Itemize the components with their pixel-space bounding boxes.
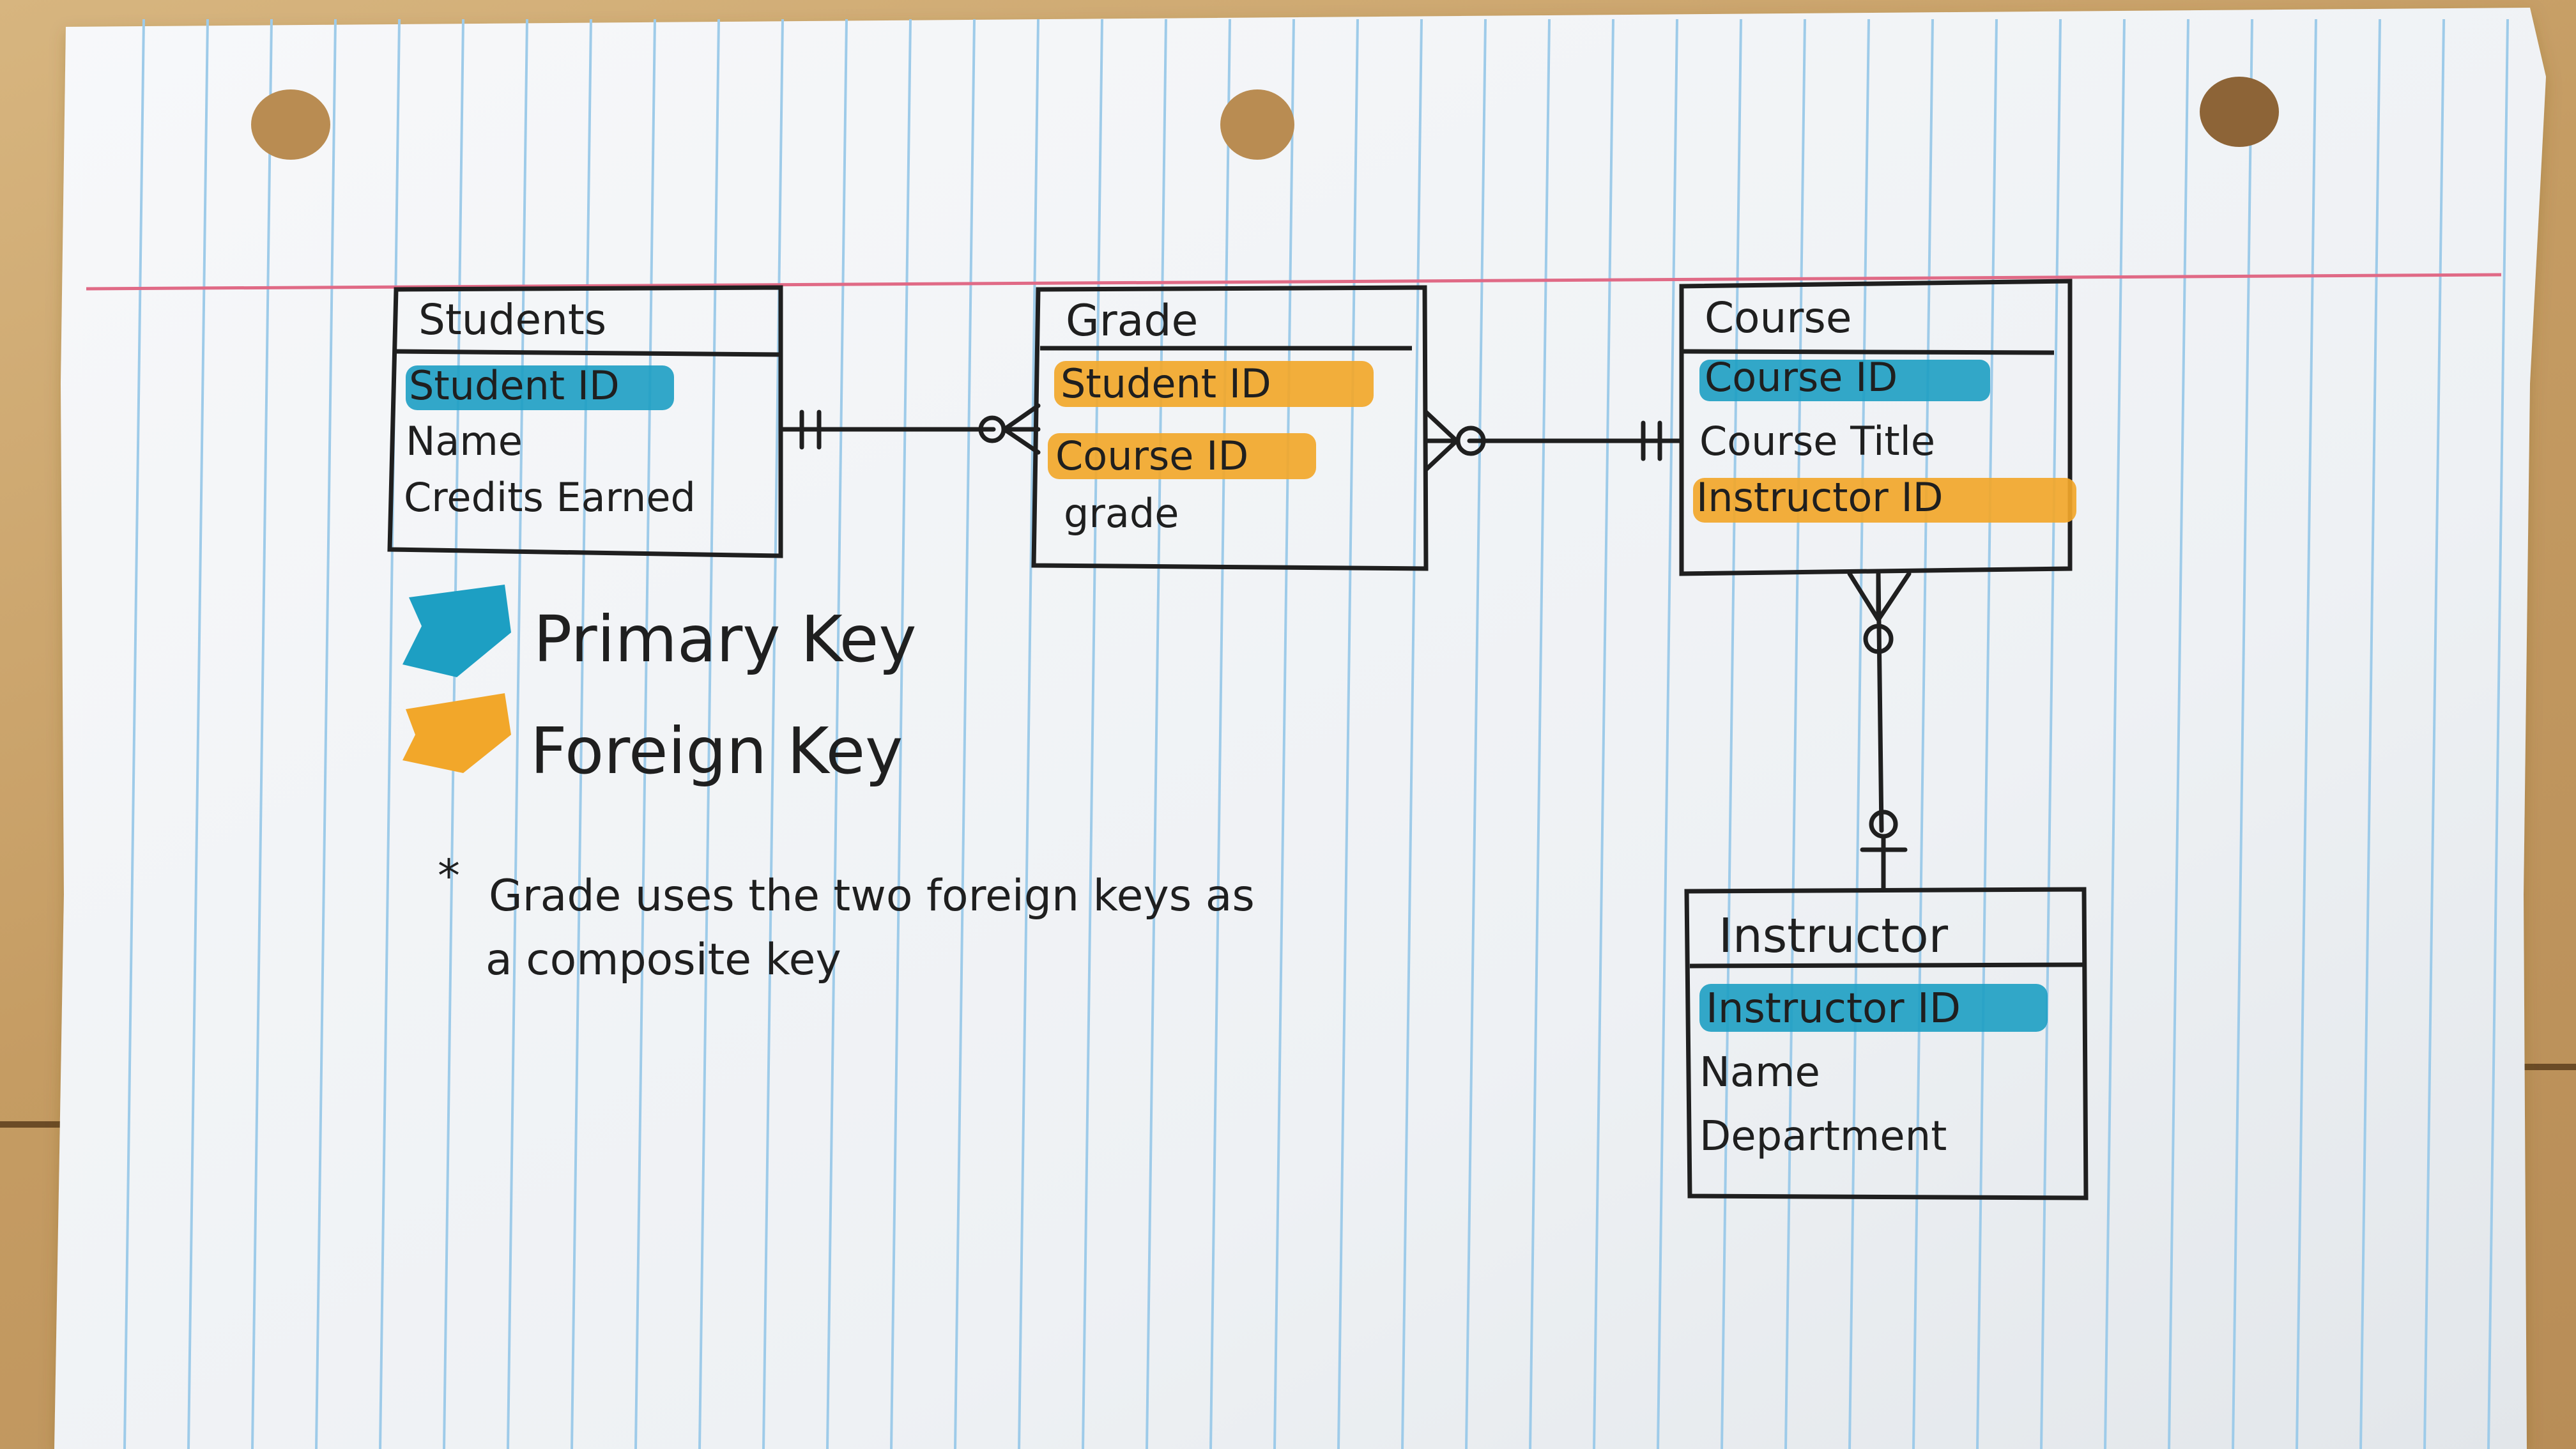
entity-grade-box [1031, 285, 1429, 571]
grade-fk-highlight-1 [1054, 361, 1374, 407]
grade-course-many-mark [1423, 410, 1459, 472]
paper-rule-line [1082, 19, 1103, 1449]
relationship-students-grade [778, 403, 1041, 455]
entity-grade-title: Grade [1066, 296, 1198, 346]
paper-rule-line [187, 19, 209, 1449]
grade-attr-3: grade [1064, 490, 1179, 537]
paper-rule-line [1912, 19, 1934, 1449]
paper-rule-line [762, 19, 784, 1449]
paper-rule-line [2359, 19, 2381, 1449]
course-attr-1: Course ID [1705, 354, 1897, 401]
course-fk-highlight [1693, 478, 2076, 523]
grade-attr-2: Course ID [1055, 433, 1248, 479]
entity-course-divider [1681, 349, 2055, 355]
paper-rule-line [1848, 19, 1870, 1449]
grade-attr-1: Student ID [1061, 360, 1271, 407]
students-grade-many-mark [1002, 403, 1041, 455]
paper-rule-line [1401, 19, 1423, 1449]
note-star: * [438, 850, 460, 902]
entity-instructor-divider [1689, 962, 2085, 969]
legend: Primary Key Foreign Key [402, 585, 917, 788]
paper-rule-line [1529, 19, 1551, 1449]
paper-rule-line [251, 19, 273, 1449]
paper-rule-line [1657, 19, 1678, 1449]
entity-students-title: Students [418, 295, 606, 344]
legend-foreign-swatch [402, 693, 511, 773]
paper-rule-line [2104, 19, 2126, 1449]
binder-hole-left [251, 89, 330, 160]
paper-rule-line [1337, 19, 1359, 1449]
paper-rule-line [2296, 19, 2317, 1449]
paper-rule-line [698, 19, 720, 1449]
paper-rule-line [1976, 19, 1998, 1449]
paper-rule-line [1018, 19, 1039, 1449]
students-attr-1: Student ID [409, 362, 620, 409]
course-instructor-zero-mark [1863, 624, 1894, 654]
paper-rule-lines [123, 19, 2509, 1449]
paper-rule-line [890, 19, 912, 1449]
entity-instructor-title: Instructor [1719, 908, 1949, 963]
note-line-2: a composite key [486, 935, 841, 985]
note-line-1: Grade uses the two foreign keys as [489, 871, 1255, 921]
paper-rule-line [634, 19, 656, 1449]
entity-students-divider [394, 349, 781, 357]
course-instructor-many-mark [1847, 571, 1912, 622]
instructor-attr-1: Instructor ID [1706, 985, 1961, 1032]
paper-rule-line [2423, 19, 2445, 1449]
entity-students [387, 285, 783, 558]
paper-rule-line [1273, 19, 1295, 1449]
binder-holes [251, 77, 2279, 160]
paper-rule-line [2168, 19, 2189, 1449]
paper-rule-line [1593, 19, 1614, 1449]
paper-rule-line [954, 19, 976, 1449]
paper-rule-line [571, 19, 592, 1449]
relationship-course-instructor [1847, 571, 1912, 892]
grade-fk-highlight-2 [1048, 433, 1316, 479]
paper-rule-line [2232, 19, 2253, 1449]
paper-rule-line [315, 19, 337, 1449]
instructor-attr-3: Department [1699, 1113, 1947, 1160]
students-pk-highlight [406, 365, 674, 410]
paper-rule-line [2487, 19, 2509, 1449]
paper-rule-line [1465, 19, 1487, 1449]
entity-instructor-box [1684, 887, 2089, 1200]
paper-rule-line [1784, 19, 1806, 1449]
legend-primary-label: Primary Key [533, 602, 917, 677]
course-attr-2: Course Title [1699, 418, 1935, 464]
students-attr-2: Name [406, 418, 523, 464]
instructor-pk-highlight [1699, 984, 2048, 1032]
entity-course [1679, 279, 2073, 576]
paper-rule-line [1146, 19, 1167, 1449]
composite-key-note: * Grade uses the two foreign keys as a c… [438, 850, 1255, 985]
course-pk-highlight [1699, 360, 1990, 401]
legend-primary-swatch [402, 585, 511, 677]
paper-rule-line [123, 19, 145, 1449]
grade-course-zero-mark [1455, 425, 1486, 456]
entity-course-title: Course [1705, 293, 1851, 342]
paper-rule-line [826, 19, 848, 1449]
entity-instructor [1684, 887, 2089, 1200]
entity-students-box [387, 285, 783, 558]
binder-hole-right [2200, 77, 2279, 147]
students-attr-3: Credits Earned [404, 474, 696, 521]
relationship-grade-course [1423, 410, 1684, 472]
paper-rule-line [1721, 19, 1742, 1449]
paper-rule-line [379, 19, 401, 1449]
entity-grade [1031, 285, 1429, 571]
legend-foreign-label: Foreign Key [530, 714, 903, 788]
entity-course-box [1679, 279, 2073, 576]
binder-hole-center [1220, 89, 1294, 160]
paper-margin-line [86, 273, 2502, 291]
paper-rule-line [1209, 19, 1231, 1449]
instructor-attr-2: Name [1699, 1049, 1820, 1096]
paper-rule-line [507, 19, 528, 1449]
course-attr-3: Instructor ID [1696, 474, 1943, 521]
paper-rule-line [2040, 19, 2062, 1449]
